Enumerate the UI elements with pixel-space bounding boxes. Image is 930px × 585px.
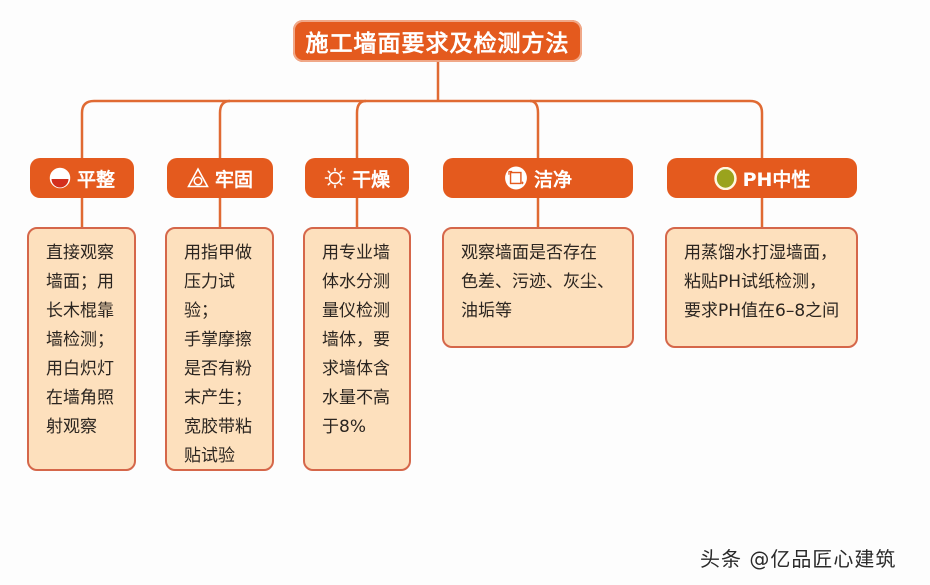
category-label: PH中性 (742, 168, 811, 191)
category-firmness: 牢固 (167, 158, 273, 198)
category-label: 干燥 (351, 168, 390, 191)
sun-icon (324, 167, 346, 189)
source-watermark: 头条 @亿品匠心建筑 (700, 547, 897, 571)
description-dryness: 用专业墙 体水分测 量仪检测 墙体，要 求墙体含 水量不高 于8% (303, 227, 411, 471)
category-dryness: 干燥 (305, 158, 409, 198)
category-label: 洁净 (533, 168, 572, 191)
category-label: 牢固 (214, 168, 253, 191)
description-flatness: 直接观察 墙面；用 长木棍靠 墙检测； 用白炽灯 在墙角照 射观察 (27, 227, 136, 471)
green-dot-icon (713, 166, 737, 190)
half-filled-circle-icon (49, 167, 71, 189)
diagram-title: 施工墙面要求及检测方法 (293, 20, 582, 62)
description-firmness: 用指甲做 压力试验； 手掌摩擦 是否有粉 末产生； 宽胶带粘 贴试验 (165, 227, 274, 471)
category-label: 平整 (76, 168, 115, 191)
description-ph-neutral: 用蒸馏水打湿墙面， 粘贴PH试纸检测， 要求PH值在6–8之间 (665, 227, 858, 348)
clean-square-icon (505, 166, 527, 190)
description-cleanliness: 观察墙面是否存在 色差、污迹、灰尘、 油垢等 (442, 227, 634, 348)
category-cleanliness: 洁净 (443, 158, 633, 198)
triangle-circle-icon (187, 167, 209, 188)
category-ph-neutral: PH中性 (667, 158, 857, 198)
category-flatness: 平整 (30, 158, 134, 198)
